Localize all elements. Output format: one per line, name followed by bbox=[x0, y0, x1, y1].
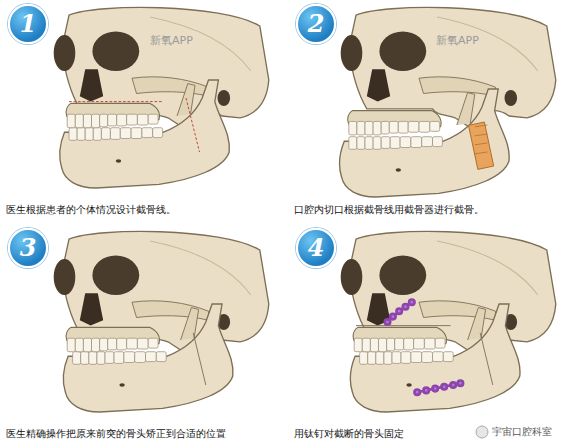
step-caption: 医生根据患者的个体情况设计截骨线。 bbox=[6, 204, 176, 216]
step-badge: 3 bbox=[8, 228, 48, 268]
watermark: 新氧APP bbox=[150, 34, 193, 47]
step-caption: 用钛钉对截断的骨头固定 bbox=[294, 428, 404, 440]
step-number: 2 bbox=[308, 12, 325, 36]
step-caption: 口腔内切口根据截骨线用截骨器进行截骨。 bbox=[294, 204, 484, 216]
step-caption: 医生精确操作把原来前突的骨头矫正到合适的位置 bbox=[6, 428, 226, 440]
watermark: 宇宙口腔科室 bbox=[492, 426, 552, 438]
step-badge: 2 bbox=[296, 4, 336, 44]
watermark: 新氧APP bbox=[436, 34, 479, 47]
step-number: 3 bbox=[20, 236, 37, 260]
step-number: 1 bbox=[20, 12, 37, 36]
step-badge: 4 bbox=[296, 228, 336, 268]
step-number: 4 bbox=[308, 236, 325, 260]
step-badge: 1 bbox=[8, 4, 48, 44]
